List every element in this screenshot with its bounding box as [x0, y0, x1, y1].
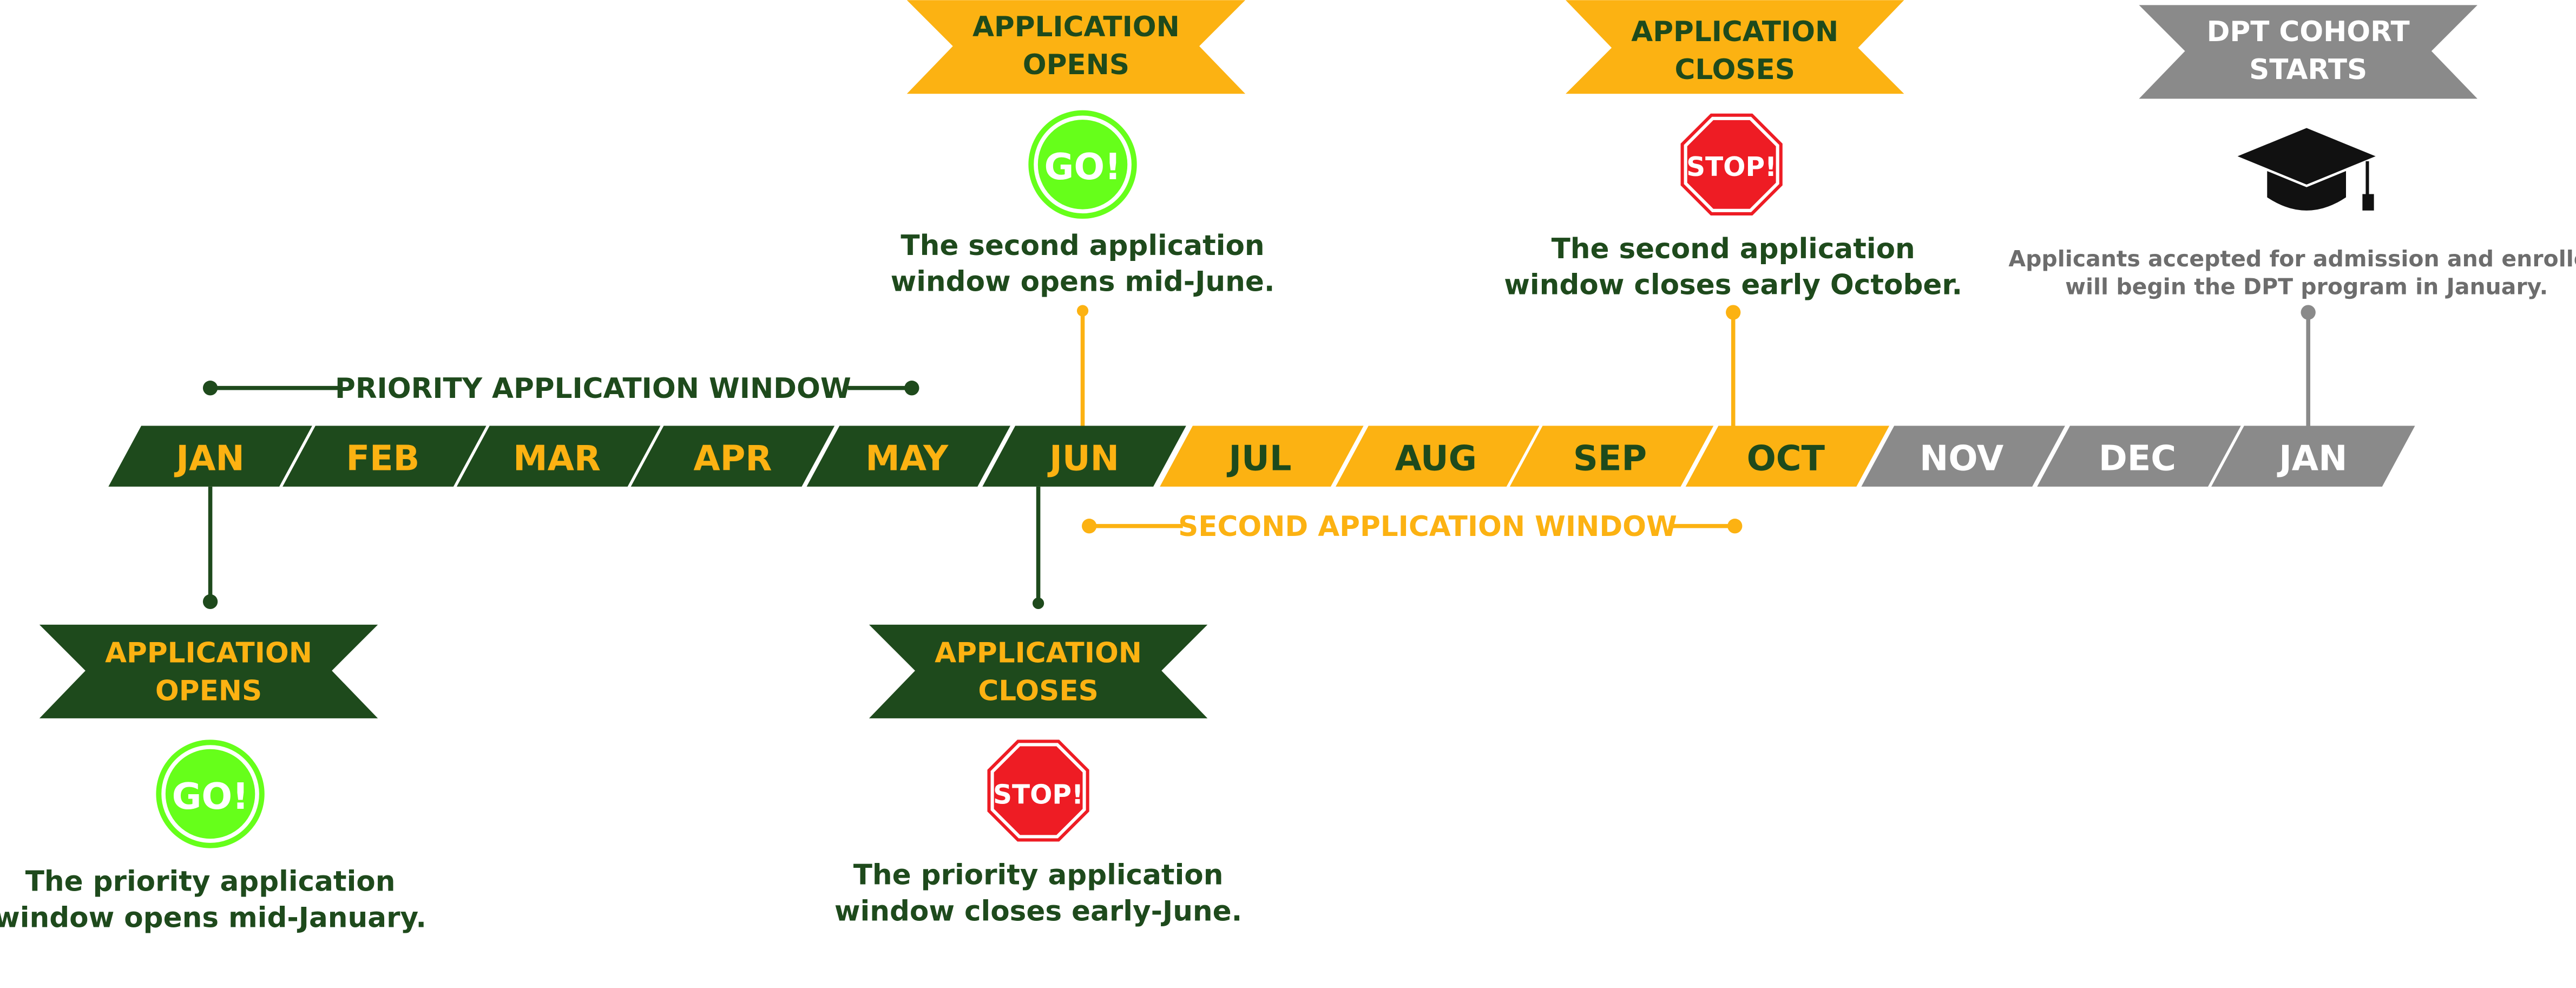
graduation-cap-icon: [2231, 125, 2382, 211]
month-mar: MAR: [456, 426, 661, 487]
description-line-1: The priority application: [25, 866, 396, 898]
description-line-1: The priority application: [853, 859, 1224, 891]
event-priority-close: APPLICATION CLOSES STOP! The priority ap…: [834, 486, 1242, 927]
month-oct-label: OCT: [1747, 439, 1825, 479]
month-feb-label: FEB: [346, 439, 419, 479]
month-jan-next: JAN: [2211, 426, 2415, 487]
priority-window-end-dot: [904, 381, 919, 396]
banner-line-2: CLOSES: [1675, 54, 1795, 86]
month-jan-label: JAN: [174, 439, 244, 479]
month-aug: AUG: [1336, 426, 1540, 487]
month-jun-segment: [982, 426, 1186, 487]
month-dec-segment: [2037, 426, 2241, 487]
go-sign-icon: [156, 740, 265, 848]
month-nov-label: NOV: [1920, 439, 2004, 479]
month-may-segment: [806, 426, 1010, 487]
month-feb: FEB: [282, 426, 487, 487]
description-line-1: The second application: [901, 230, 1264, 262]
month-jul: JUL: [1160, 426, 1364, 487]
month-bar: JAN FEB MAR APR MAY JUN JUL AUG: [108, 426, 2415, 487]
event-cohort-start: DPT COHORT STARTS Applicants accepted fo…: [2008, 5, 2576, 426]
month-may-label: MAY: [865, 439, 949, 479]
banner-line-2: OPENS: [155, 675, 262, 707]
banner-line-1: DPT COHORT: [2207, 16, 2410, 48]
month-jan-next-segment: [2211, 426, 2415, 487]
description-line-2: window opens mid-June.: [891, 266, 1275, 298]
month-jan-segment: [108, 426, 312, 487]
month-aug-segment: [1336, 426, 1540, 487]
banner-line-1: APPLICATION: [1631, 16, 1838, 48]
month-jun-label: JUN: [1047, 439, 1119, 479]
banner-line-1: APPLICATION: [935, 637, 1142, 670]
go-sign-ring: [1034, 115, 1132, 214]
month-oct: OCT: [1685, 426, 1890, 487]
month-sep: SEP: [1509, 426, 1714, 487]
connector-dot: [1032, 597, 1044, 609]
month-jan: JAN: [108, 426, 312, 487]
month-sep-segment: [1509, 426, 1714, 487]
banner-line-1: APPLICATION: [105, 637, 312, 670]
go-sign-label: GO!: [172, 775, 249, 817]
description-line-1: Applicants accepted for admission and en…: [2008, 246, 2576, 272]
month-mar-label: MAR: [513, 439, 601, 479]
cap-tassel: [2362, 194, 2374, 211]
stop-sign-label: STOP!: [993, 780, 1083, 810]
description-line-2: window closes early-June.: [834, 895, 1242, 927]
stop-sign-border: [990, 743, 1086, 839]
go-sign-icon: [1028, 110, 1137, 219]
month-apr-segment: [630, 426, 835, 487]
stop-sign-icon: [1680, 113, 1783, 215]
event-banner: [2139, 5, 2478, 99]
priority-window-bracket: PRIORITY APPLICATION WINDOW: [202, 372, 919, 405]
event-second-open: APPLICATION OPENS GO! The second applica…: [891, 0, 1275, 426]
month-apr-label: APR: [693, 439, 772, 479]
event-priority-open: APPLICATION OPENS GO! The priority appli…: [0, 486, 426, 934]
month-apr: APR: [630, 426, 835, 487]
banner-line-2: STARTS: [2249, 54, 2367, 86]
second-window-bracket: SECOND APPLICATION WINDOW: [1082, 511, 1743, 543]
connector-dot: [202, 594, 218, 609]
month-feb-segment: [282, 426, 487, 487]
month-sep-label: SEP: [1573, 439, 1647, 479]
stop-sign-icon: [987, 740, 1089, 842]
event-banner: [906, 0, 1246, 94]
second-window-label: SECOND APPLICATION WINDOW: [1178, 511, 1677, 543]
go-sign-ring: [161, 745, 259, 843]
banner-line-2: OPENS: [1023, 49, 1129, 81]
second-window-start-dot: [1082, 519, 1097, 534]
event-second-close: APPLICATION CLOSES STOP! The second appl…: [1504, 0, 1962, 426]
event-banner: [1566, 0, 1904, 94]
cap-board: [2231, 125, 2382, 187]
month-jan-next-label: JAN: [2277, 439, 2347, 479]
priority-window-label: PRIORITY APPLICATION WINDOW: [335, 372, 851, 405]
description-line-2: will begin the DPT program in January.: [2065, 274, 2548, 300]
month-nov: NOV: [1861, 426, 2065, 487]
banner-line-2: CLOSES: [978, 675, 1098, 707]
month-jul-segment: [1160, 426, 1364, 487]
month-mar-segment: [456, 426, 661, 487]
month-aug-label: AUG: [1395, 439, 1476, 479]
month-jul-label: JUL: [1226, 439, 1291, 479]
month-dec-label: DEC: [2099, 439, 2176, 479]
month-jun: JUN: [982, 426, 1186, 487]
description-line-2: window closes early October.: [1504, 269, 1962, 302]
month-oct-segment: [1685, 426, 1890, 487]
banner-line-1: APPLICATION: [972, 11, 1180, 43]
description-line-1: The second application: [1552, 233, 1915, 265]
month-dec: DEC: [2037, 426, 2241, 487]
description-line-2: window opens mid-January.: [0, 901, 426, 934]
stop-sign-label: STOP!: [1686, 152, 1777, 182]
event-banner: [869, 624, 1208, 718]
go-sign-label: GO!: [1044, 146, 1121, 188]
event-banner: [39, 624, 378, 718]
month-may: MAY: [806, 426, 1010, 487]
priority-window-start-dot: [202, 381, 218, 396]
stop-sign-border: [1684, 116, 1779, 212]
month-nov-segment: [1861, 426, 2065, 487]
second-window-end-dot: [1727, 519, 1743, 534]
